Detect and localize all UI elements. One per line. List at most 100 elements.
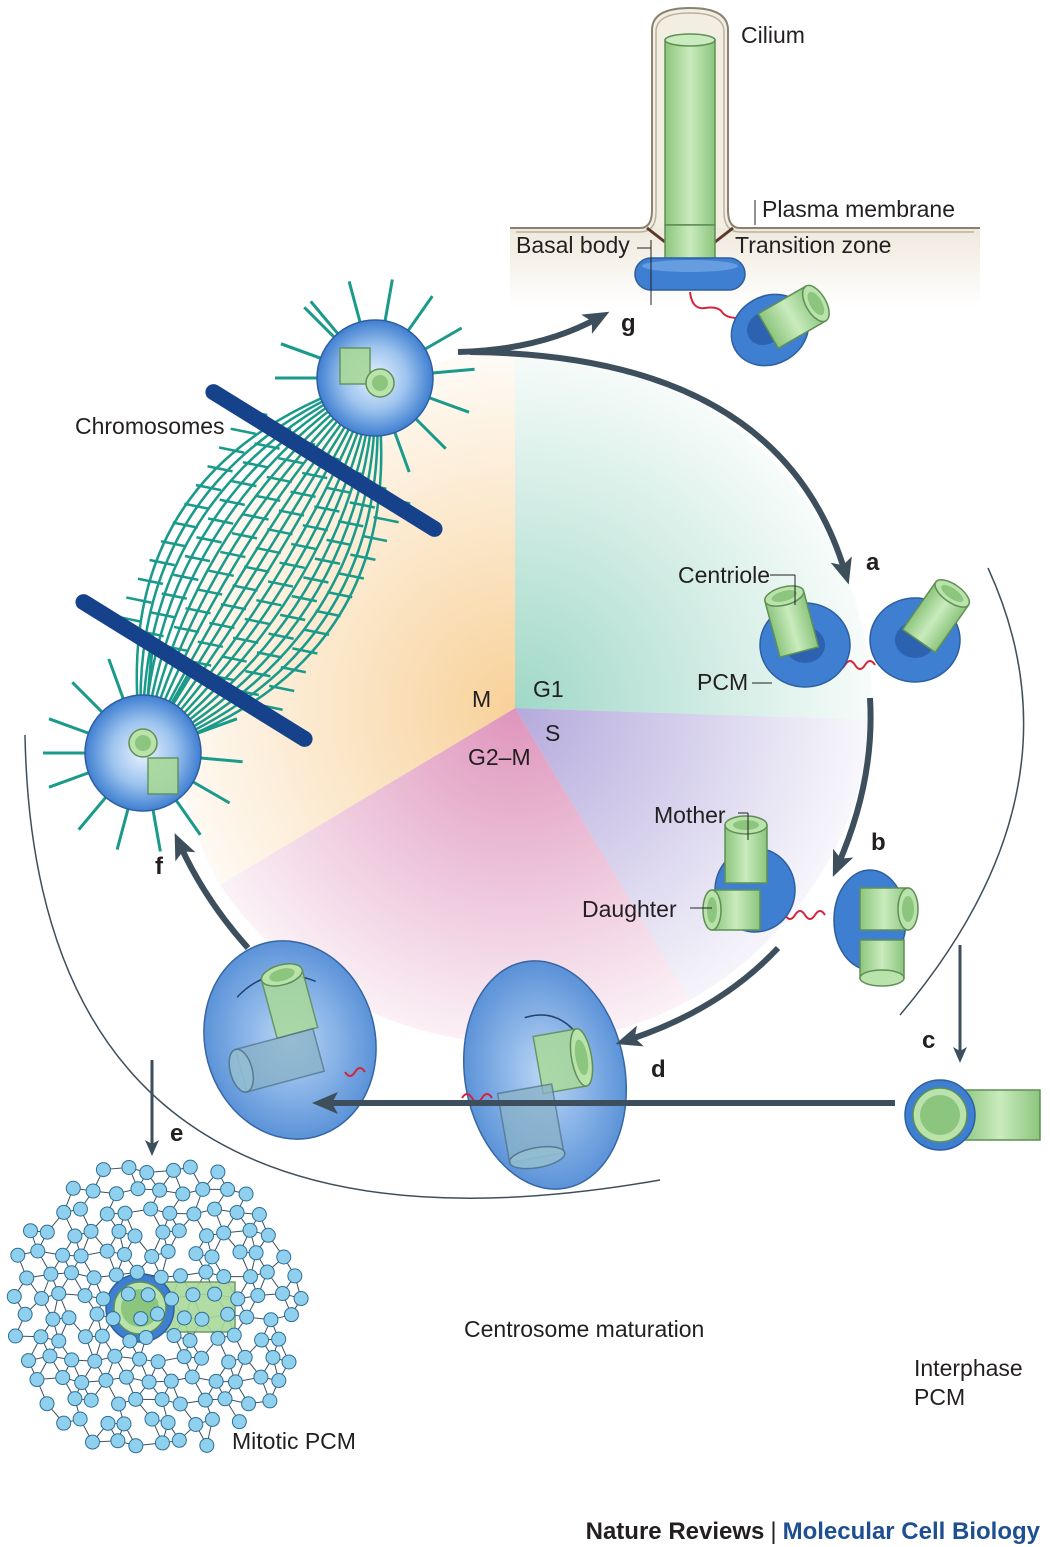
kinetochore-fibre [173,573,199,582]
pcm-scaffold-node [42,1348,58,1364]
pcm-scaffold-node [6,1288,22,1304]
spindle-microtubule [141,376,376,754]
kinetochore-fibre [231,479,257,488]
pcm-scaffold-node [29,1372,45,1388]
plasma-membrane-label: Plasma membrane [762,196,956,222]
pcm-scaffold-node [118,1369,134,1385]
journal-name: Nature Reviews [585,1518,765,1545]
pcm-scaffold-node [83,1392,99,1408]
spindle-pole-centrioles [128,728,179,795]
pcm-scaffold-node [139,1165,155,1181]
pcm-scaffold-node [220,1306,236,1322]
pcm-scaffold-node [64,1265,80,1281]
pcm-scaffold-node [10,1247,26,1263]
journal-subject: Molecular Cell Biology [782,1518,1040,1545]
centriole-label: Centriole [678,562,771,588]
spindle-microtubule [142,377,379,755]
mother-centriole-b2 [859,887,919,931]
chromosome-band [75,594,313,747]
kinetochore-fibre [350,553,376,561]
kinetochore-fibre [220,602,247,611]
pcm-scaffold-node [73,1248,89,1264]
kinetochore-fibre [196,588,223,596]
kinetochore-fibre [325,486,352,495]
pcm-scaffold-node [87,1353,103,1369]
daughter-label: Daughter [582,896,677,922]
pcm-scaffold-node [132,1351,148,1367]
pcm-scaffold-node [248,1245,264,1261]
pcm-scaffold-node [7,1328,23,1344]
pcm-scaffold-node [185,1287,201,1303]
kinetochore-fibre [254,442,280,450]
centrosome-d1 [203,940,377,1140]
kinetochore-fibre [267,527,293,536]
centriole-a1 [763,585,820,659]
daughter-centriole-b2 [859,939,905,987]
pcm-scaffold-node [182,1159,198,1175]
pcm-scaffold-node [85,1183,101,1199]
pcm-scaffold-node [129,1264,145,1280]
pcm-scaffold-node [95,1291,111,1307]
transition-zone-fiber-right [714,226,734,244]
arrow-to-cilium [457,311,610,355]
kinetochore-fibre [254,494,281,503]
daughter-centriole-b1 [702,889,761,931]
pcm-scaffold-node [100,1415,116,1431]
interphase-pcm-label-line2: PCM [914,1384,966,1410]
pcm-scaffold-node [194,1311,210,1327]
arrow-b-to-d [615,945,781,1047]
pcm-scaffold-node [186,1206,202,1222]
phase-label-g1: G1 [533,676,564,702]
kinetochore-fibre [231,531,258,540]
phase-sector-m [174,350,516,885]
mother-centriole-b1 [724,815,768,884]
journal-credit: Nature Reviews|Molecular Cell Biology [586,1520,1040,1544]
pcm-scaffold-node [293,1291,309,1307]
kinetochore-fibre [196,535,222,544]
kinetochore-fibre [137,577,164,586]
panel-letter-b: b [871,829,886,856]
pcm-scaffold-node [207,1286,223,1302]
pcm-scaffold-node [175,1186,191,1202]
pcm-scaffold-node [143,1201,159,1217]
pcm-scaffold-node [208,1373,224,1389]
pcm-scaffold-node [121,1159,137,1175]
pcm-scaffold-node [84,1434,100,1450]
pcm-scaffold-node [130,1181,146,1197]
pcm-scaffold-node [153,1269,169,1285]
pcm-scaffold-node [217,1391,233,1407]
kinetochore-fibre [218,446,245,454]
kinetochore-fibre [221,655,247,663]
pcm-scaffold-node [128,1391,144,1407]
pcm-scaffold-node [226,1327,242,1343]
pcm-scaffold-node [160,1415,176,1431]
pcm-scaffold-node [39,1396,55,1412]
kinetochore-fibre [244,617,271,626]
kinetochore-fibre [149,610,176,619]
pcm-scaffold-node [56,1204,72,1220]
pcm-scaffold-node [276,1249,292,1265]
pcm-scaffold-node [229,1204,245,1220]
pcm-scaffold-node [238,1186,254,1202]
pcm-scaffold-node [72,1411,88,1427]
pcm-scaffold-node [242,1222,258,1238]
transition-zone-label: Transition zone [735,232,892,258]
mitotic-pcm-network [6,1159,309,1454]
spindle-microtubule [142,377,377,755]
pcm-scaffold-node [64,1352,80,1368]
pcm-scaffold-node [128,1438,144,1454]
pcm-scaffold-node [98,1372,114,1388]
pcm-scaffold-node [155,1224,171,1240]
pcm-scaffold-node [260,1227,276,1243]
kinetochore-fibre [232,584,258,592]
kinetochore-fibre [302,523,329,532]
pcm-scaffold-node [72,1201,88,1217]
basal-body-pcm-highlight [642,260,738,272]
kinetochore-fibre [126,596,152,604]
credit-separator: | [770,1518,777,1545]
arrow-to-a [469,349,852,585]
pcm-scaffold-node [204,1249,220,1265]
pcm-scaffold-node [207,1201,223,1217]
pcm-scaffold-node [199,1228,215,1244]
spindle-microtubule [141,376,376,754]
